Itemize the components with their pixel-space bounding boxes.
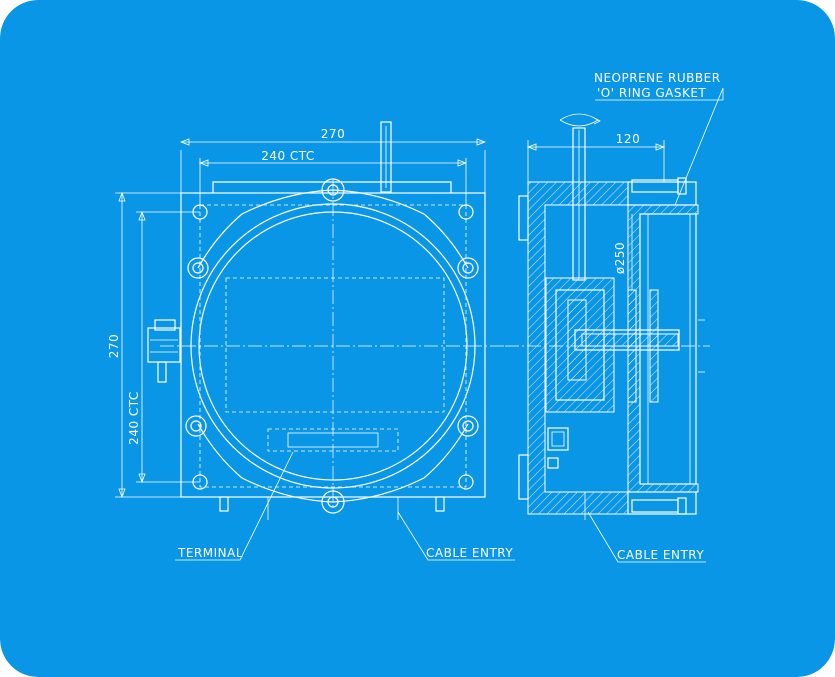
gasket-label-line1: NEOPRENE RUBBER [594, 71, 721, 85]
cover-bottom-lip [627, 491, 697, 515]
bolt-boss-left-upper [187, 257, 209, 279]
cable-entry-front-leader [397, 511, 515, 561]
window-dashed-rect [225, 277, 445, 413]
operating-shaft [380, 121, 392, 193]
dim-left-overall-label: 270 [107, 334, 121, 358]
cable-entry-side-leader [587, 511, 706, 563]
internal-shaft [574, 329, 680, 351]
dim-top-overall-label: 270 [321, 127, 345, 141]
dim-diameter-label: ø250 [613, 242, 627, 274]
bolt-boss-bottom [321, 490, 345, 514]
foot-left [219, 496, 229, 512]
bolt-boss-right-upper [457, 257, 479, 279]
dim-top-ctc-label: 240 CTC [261, 149, 315, 163]
top-flange [212, 181, 452, 193]
rear-flange-top [518, 195, 529, 241]
dim-left-ctc-label: 240 CTC [127, 391, 141, 445]
rear-flange-bottom [518, 454, 529, 500]
cable-entry-side-label: CABLE ENTRY [617, 548, 704, 562]
gasket-leader [595, 87, 724, 206]
cover-top-lip [627, 181, 697, 206]
front-glass-section [639, 213, 697, 485]
dim-left-ctc [136, 210, 200, 484]
dim-top-ctc [198, 158, 468, 205]
foot-right [435, 496, 445, 512]
side-operating-shaft [572, 127, 586, 281]
side-view: 120 ø250 NEOPRENE RUBBER 'O' RING GASKET… [505, 71, 724, 563]
dim-top-overall [179, 138, 487, 193]
side-terminal [547, 427, 569, 451]
bolt-boss-right-lower [457, 415, 479, 437]
bolt-boss-top [321, 178, 345, 202]
terminal-label: TERMINAL [177, 546, 243, 560]
front-view: 270 240 CTC 270 240 CTC TERMINAL [107, 121, 515, 561]
dim-left-overall [115, 191, 181, 499]
bolt-boss-left-lower [185, 415, 207, 437]
dim-side-width-label: 120 [616, 132, 640, 146]
side-clamp [147, 319, 181, 383]
dim-side-width [526, 140, 666, 182]
cable-entry-front-label: CABLE ENTRY [426, 546, 513, 560]
gasket-label-line2: 'O' RING GASKET [597, 86, 706, 100]
mounting-hole-bottom-right [458, 474, 474, 490]
terminal-leader [175, 451, 294, 561]
